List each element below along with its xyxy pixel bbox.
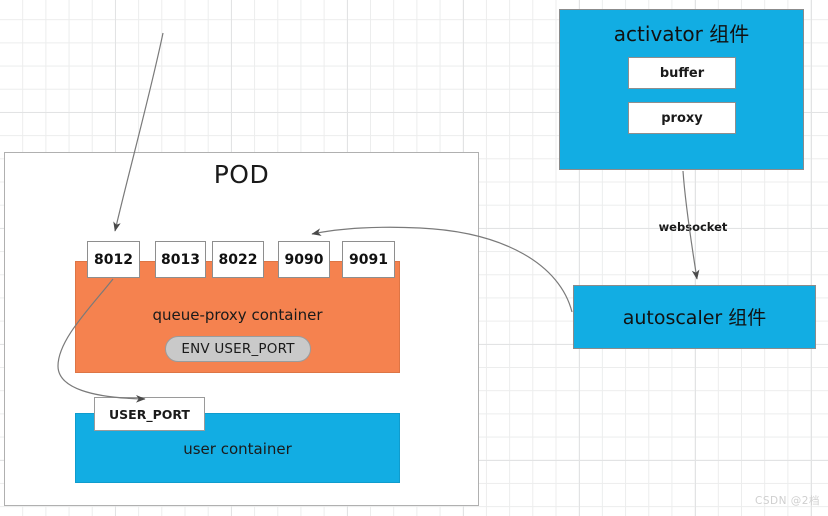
port-box-8022[interactable]: 8022	[212, 241, 264, 278]
activator-title: activator 组件	[613, 22, 750, 46]
websocket-edge-label: websocket	[658, 220, 728, 234]
env-user-port-pill: ENV USER_PORT	[165, 336, 311, 362]
pod-title: POD	[213, 160, 270, 189]
autoscaler-title: autoscaler 组件	[622, 307, 767, 329]
user-container-label: user container	[183, 440, 292, 458]
user-port-callout[interactable]: USER_PORT	[94, 397, 205, 431]
activator-buffer-box[interactable]: buffer	[628, 57, 736, 89]
port-box-8013[interactable]: 8013	[155, 241, 206, 278]
activator-proxy-box[interactable]: proxy	[628, 102, 736, 134]
autoscaler-component	[573, 285, 816, 349]
port-box-9090[interactable]: 9090	[278, 241, 330, 278]
queue-proxy-label: queue-proxy container	[152, 306, 323, 324]
port-box-9091[interactable]: 9091	[342, 241, 395, 278]
activator-component	[559, 9, 804, 170]
watermark: CSDN @2档	[755, 495, 820, 507]
port-box-8012[interactable]: 8012	[87, 241, 140, 278]
